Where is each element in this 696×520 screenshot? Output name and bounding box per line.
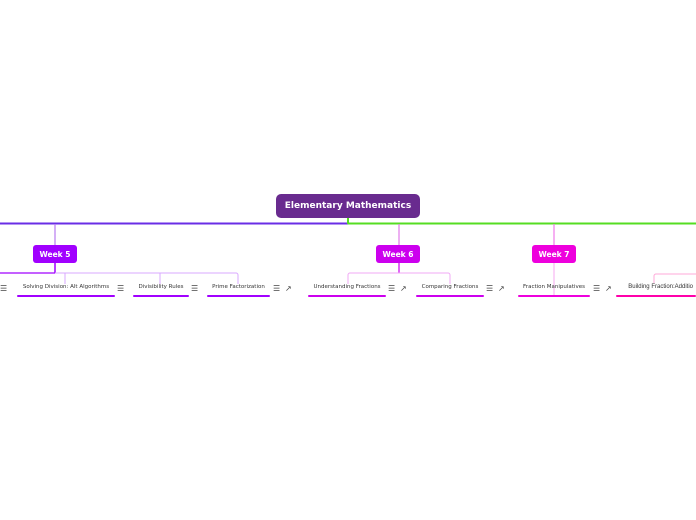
link-icon[interactable]: ↗ [285, 284, 292, 293]
topic-understanding-fractions[interactable]: Understanding Fractions [313, 284, 381, 290]
notes-icon[interactable]: ☰ [191, 284, 199, 293]
topic-prime-factorization[interactable]: Prime Factorization [212, 284, 265, 290]
notes-icon[interactable]: ☰ [593, 284, 601, 293]
topic-underline [518, 295, 590, 297]
week-7-node[interactable]: Week 7 [532, 245, 576, 263]
week-5-node[interactable]: Week 5 [33, 245, 77, 263]
link-icon[interactable]: ↗ [400, 284, 407, 293]
topic-underline [308, 295, 386, 297]
week-6-node[interactable]: Week 6 [376, 245, 420, 263]
topic-underline [207, 295, 270, 297]
topic-divisibility-rules[interactable]: Divisibility Rules [138, 284, 184, 290]
topic-underline [616, 295, 696, 297]
notes-icon[interactable]: ☰ [117, 284, 125, 293]
notes-icon[interactable]: ☰ [486, 284, 494, 293]
root-node[interactable]: Elementary Mathematics [276, 194, 420, 218]
notes-icon[interactable]: ☰ [273, 284, 281, 293]
notes-icon[interactable]: ☰ [0, 284, 8, 293]
topic-underline [416, 295, 484, 297]
topic-fraction-manipulatives[interactable]: Fraction Manipulatives [523, 284, 585, 290]
topic-underline [17, 295, 115, 297]
topic-building-fraction-addition[interactable]: Building Fraction:Additio [628, 284, 693, 290]
topic-comparing-fractions[interactable]: Comparing Fractions [421, 284, 479, 290]
notes-icon[interactable]: ☰ [388, 284, 396, 293]
topic-underline [133, 295, 189, 297]
link-icon[interactable]: ↗ [498, 284, 505, 293]
link-icon[interactable]: ↗ [605, 284, 612, 293]
topic-solving-division[interactable]: Solving Division: Alt Algorithms [22, 284, 110, 290]
